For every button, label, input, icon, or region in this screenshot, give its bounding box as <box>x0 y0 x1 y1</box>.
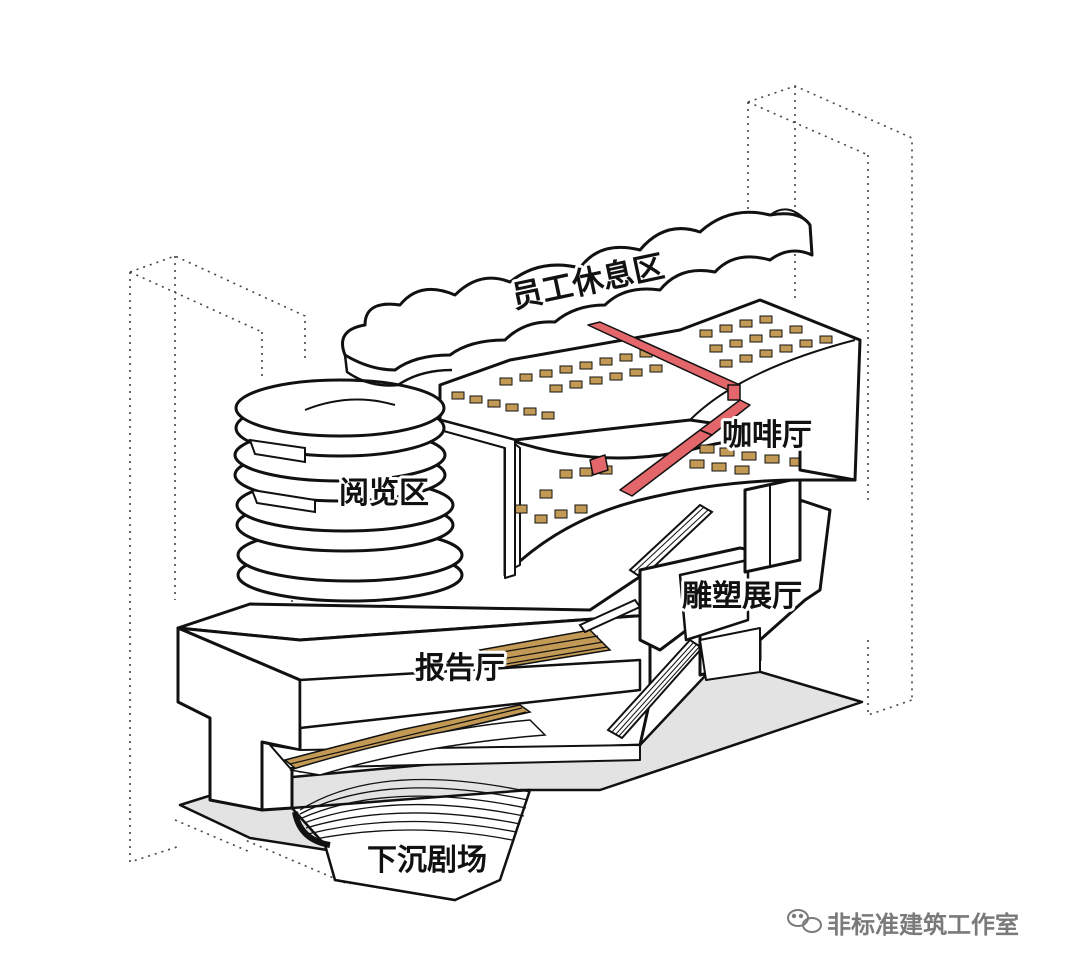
sculpture-hall-block <box>638 476 832 681</box>
label-reading-area: 阅览区 <box>339 476 429 511</box>
ghost-volume-right <box>747 85 913 717</box>
label-sunken-theater: 下沉剧场 <box>367 843 487 878</box>
lecture-hall-seating <box>283 629 612 776</box>
terrace-seating <box>451 315 833 420</box>
label-cafe: 咖啡厅 <box>722 418 812 453</box>
podium-block <box>176 568 652 812</box>
reading-spiral <box>233 378 464 603</box>
staff-lounge-cloud <box>341 208 814 387</box>
label-lecture-hall: 报告厅 <box>415 651 505 686</box>
red-bridge <box>587 321 751 497</box>
label-sculpture-hall: 雕塑展厅 <box>682 579 802 614</box>
sunken-theater <box>290 778 532 902</box>
watermark-text: 非标准建筑工作室 <box>827 911 1019 939</box>
wechat-icon <box>787 909 822 933</box>
upper-floor-slab <box>438 298 862 579</box>
